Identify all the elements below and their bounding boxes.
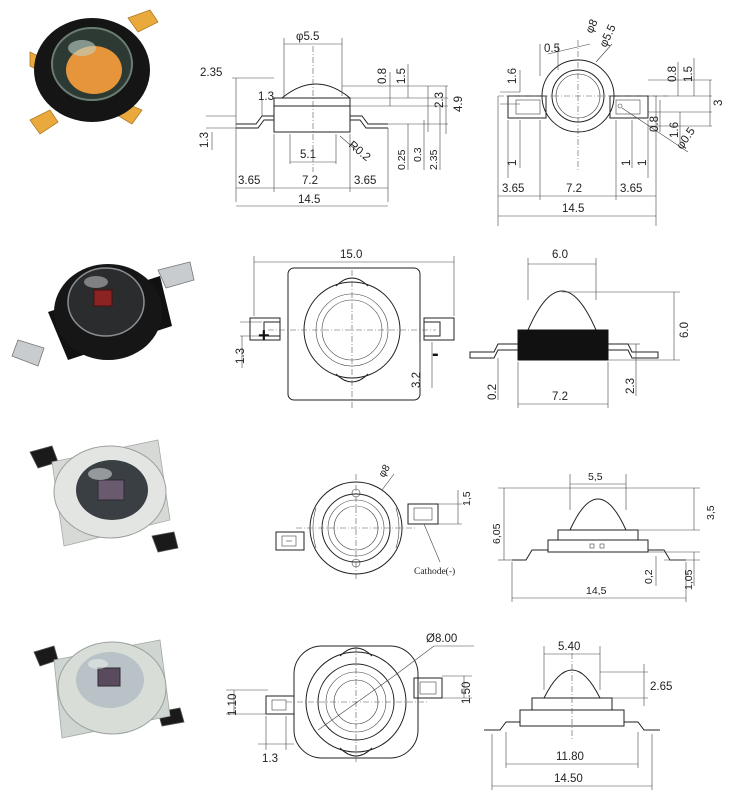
- row4-side-dim-2: 2.65: [650, 681, 672, 693]
- row1-top-dim-13: 1: [637, 160, 649, 166]
- row3-top-cathode-label: Cathode(-): [414, 566, 455, 577]
- row1-side-dim-8: 1.3: [199, 132, 211, 148]
- row2-side-dim-1: 6.0: [552, 249, 568, 261]
- black-body-red-chip-led-photo: [11, 261, 195, 367]
- row2-side-dim-2: 6.0: [679, 322, 691, 338]
- row2-side-dim-3: 0.2: [487, 384, 499, 400]
- row1-side-dim-7: 4.9: [453, 96, 465, 112]
- row1-side-dim-9: 5.1: [300, 149, 316, 161]
- row2-top-dim-1: 15.0: [340, 249, 362, 261]
- row4-top-dim-3: 1.50: [461, 682, 473, 704]
- row4-side-dim-3: 11.80: [556, 751, 584, 763]
- row1-side-view: φ5.5 2.35 0.8 1.5 1.3 2.3 4.9 1.3 5.1 R0…: [199, 31, 465, 207]
- row1-side-dim-17: 14.5: [298, 194, 320, 206]
- row3-side-dim-4: 0,2: [643, 569, 655, 584]
- row1-top-dim-11: 1: [507, 160, 519, 166]
- row2-top-plus-sign: +: [258, 325, 270, 347]
- row1-top-dim-14: 3.65: [502, 183, 524, 195]
- row1-side-dim-2: 2.35: [200, 67, 222, 79]
- black-body-amber-led-photo: [29, 9, 159, 135]
- row1-side-dim-6: 2.3: [434, 92, 446, 108]
- row1-side-dim-11: 0.25: [396, 149, 408, 170]
- row4-side-dim-1: 5.40: [558, 641, 580, 653]
- row3-side-view: 5,5 3,5 6,05 0,2 1,05 14,5: [491, 471, 717, 602]
- white-body-led-photo: [29, 439, 179, 553]
- white-body-star-led-photo: [33, 639, 185, 739]
- row1-top-dim-6: 1.5: [683, 66, 695, 82]
- row1-top-dim-7: 3: [713, 100, 725, 106]
- row3-top-dim-1: φ8: [376, 462, 393, 479]
- row1-side-dim-13: 2.35: [428, 149, 440, 170]
- row3-side-dim-2: 3,5: [705, 505, 717, 520]
- row1-top-dim-15: 7.2: [566, 183, 582, 195]
- row1-top-dim-2: φ5.5: [598, 23, 619, 49]
- row1-side-dim-16: 3.65: [354, 175, 376, 187]
- row1-side-dim-15: 7.2: [302, 175, 318, 187]
- row3-side-dim-6: 14,5: [586, 585, 607, 597]
- row1-top-dim-16: 3.65: [620, 183, 642, 195]
- row1-top-dim-9: 1.6: [669, 122, 681, 138]
- row1-side-dim-5: 1.3: [258, 91, 274, 103]
- row3-top-view: φ8 1,5 Cathode(-): [275, 462, 473, 580]
- row4-top-dim-4: 1.3: [262, 753, 278, 765]
- row1-top-dim-8: 0.8: [649, 116, 661, 132]
- row1-side-dim-1: φ5.5: [296, 31, 319, 43]
- row2-top-minus-sign: -: [432, 343, 439, 365]
- row1-side-dim-12: 0.3: [412, 147, 424, 162]
- row4-top-view: Ø8.00 1.10 1.50 1.3: [226, 633, 474, 765]
- row1-top-view: φ8 φ5.5 0.5 1.6 0.8 1.5 3 0.8 1.6 φ0.5 1…: [497, 18, 725, 226]
- row1-top-dim-3: 0.5: [544, 43, 560, 55]
- row1-side-dim-14: 3.65: [238, 175, 260, 187]
- row1-top-dim-17: 14.5: [562, 203, 584, 215]
- row2-side-dim-4: 7.2: [552, 391, 568, 403]
- row2-top-dim-3: 3.2: [411, 372, 423, 388]
- row2-top-dim-2: 1.3: [235, 348, 247, 364]
- row1-top-dim-4: 1.6: [507, 68, 519, 84]
- row1-top-dim-1: φ8: [584, 18, 601, 36]
- row4-top-dim-1: Ø8.00: [426, 633, 457, 645]
- row1-top-dim-12: 1: [621, 160, 633, 166]
- row4-top-dim-2: 1.10: [227, 694, 239, 716]
- row3-side-dim-1: 5,5: [588, 471, 603, 483]
- row1-top-dim-5: 0.8: [667, 66, 679, 82]
- row4-side-dim-4: 14.50: [554, 773, 583, 785]
- row1-side-dim-4: 1.5: [396, 68, 408, 84]
- row3-side-dim-5: 1,05: [683, 569, 695, 590]
- row4-side-view: 5.40 2.65 11.80 14.50: [484, 641, 672, 790]
- row2-top-view: 15.0 + - 1.3 3.2: [235, 249, 455, 408]
- row1-side-dim-3: 0.8: [377, 68, 389, 84]
- row2-side-view: 6.0 6.0 0.2 7.2 2.3: [469, 249, 691, 408]
- row3-top-dim-2: 1,5: [461, 491, 473, 506]
- row2-side-dim-5: 2.3: [625, 378, 637, 394]
- row3-side-dim-3: 6,05: [491, 523, 503, 544]
